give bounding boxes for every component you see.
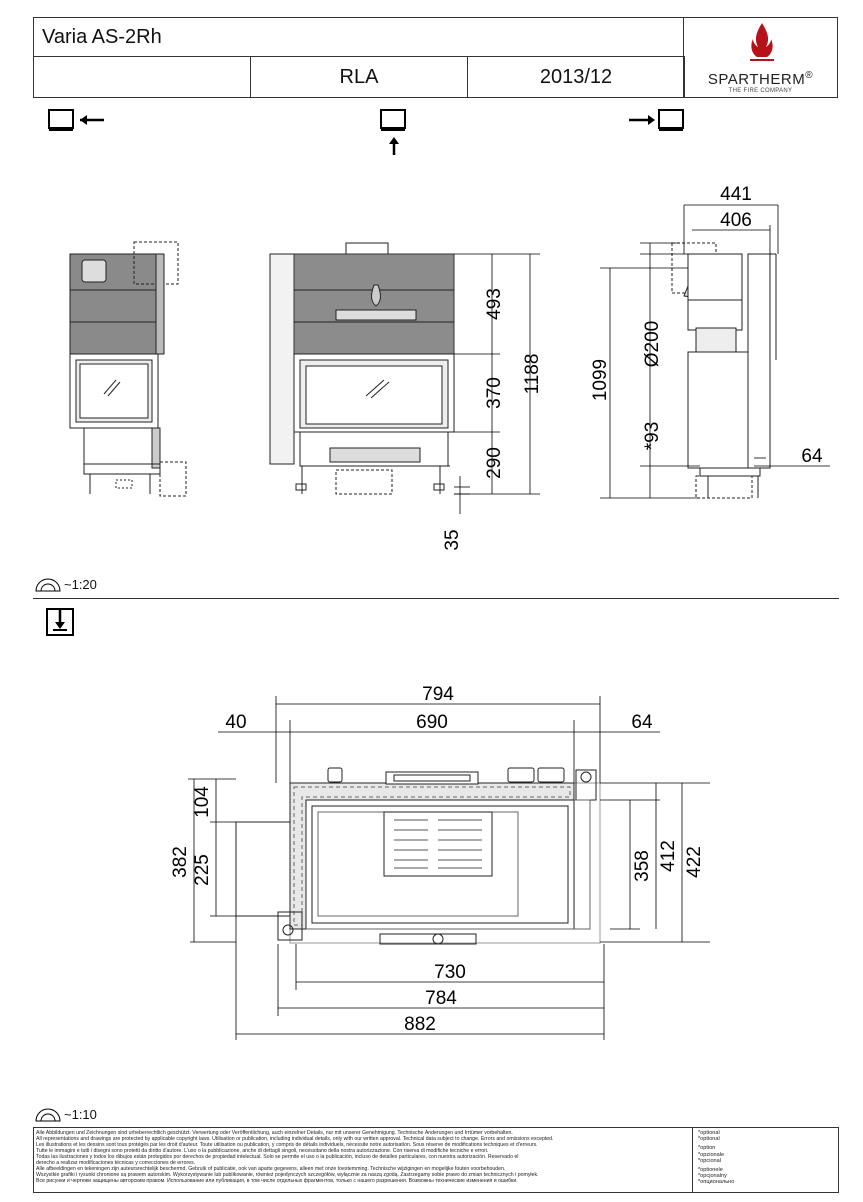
option-line: *opzionale xyxy=(698,1151,725,1158)
scale-indicator-bottom: ~1:10 xyxy=(34,1105,97,1123)
dim-422: 422 xyxy=(684,846,705,878)
option-line: *opcjonalny xyxy=(698,1173,727,1180)
scale-ruler-icon xyxy=(35,578,61,592)
dim-412: 412 xyxy=(658,840,679,872)
dim-35: 35 xyxy=(442,529,463,550)
section-divider xyxy=(33,598,839,599)
option-line: *optional xyxy=(698,1136,720,1143)
dim-784: 784 xyxy=(425,988,457,1009)
front-view xyxy=(269,242,455,495)
dim-406: 406 xyxy=(720,210,752,231)
dim-358: 358 xyxy=(632,850,653,882)
option-line: *опционально xyxy=(698,1179,735,1186)
dim-104: 104 xyxy=(192,786,213,818)
logo-cell: SPARTHERM® THE FIRE COMPANY xyxy=(683,17,838,98)
option-line: *optionele xyxy=(698,1167,723,1174)
dim-200-diameter: Ø200 xyxy=(642,321,663,367)
view-front-icon xyxy=(380,109,406,155)
scale-ruler-icon xyxy=(35,1108,61,1122)
disclaimer-line: Todas las ilustraciones y todos los dibu… xyxy=(36,1154,519,1160)
disclaimer-line: Alle Abbildungen und Zeichnungen sind ur… xyxy=(36,1130,513,1136)
disclaimer-line: Tutte le immagini e tutti i disegni sono… xyxy=(36,1148,489,1154)
dim-93-optional: *93 xyxy=(642,422,663,451)
option-line: *opcional xyxy=(698,1157,722,1164)
plan-view: 794 40 690 64 104 225 382 358 412 422 73… xyxy=(170,684,710,1040)
variant-label: RLA xyxy=(339,65,379,88)
dim-1099: 1099 xyxy=(590,359,611,401)
dim-730: 730 xyxy=(434,962,466,983)
view-left-icon xyxy=(48,109,104,131)
dim-690: 690 xyxy=(416,712,448,733)
disclaimer-line: All representations and drawings are pro… xyxy=(36,1136,554,1142)
option-line: *optional xyxy=(698,1130,720,1136)
scale-indicator-top: ~1:20 xyxy=(34,575,97,593)
disclaimer-line: Wszystkie grafiki i rysunki chronione są… xyxy=(36,1172,539,1178)
dim-64-side: 64 xyxy=(801,446,823,467)
scale-label-bottom: ~1:10 xyxy=(64,1106,97,1122)
view-right-icon xyxy=(629,109,684,131)
dim-64-plan: 64 xyxy=(631,712,653,733)
dim-882: 882 xyxy=(404,1014,436,1035)
disclaimer-line: Alle afbeeldingen en tekeningen zijn aut… xyxy=(36,1166,506,1172)
optional-legend: *optional *optional *option *opzionale *… xyxy=(698,1130,833,1186)
variant-cell: RLA xyxy=(250,56,468,98)
left-side-view xyxy=(69,241,187,497)
dim-441: 441 xyxy=(720,184,752,205)
footer-divider xyxy=(692,1128,693,1192)
disclaimer-line: Les illustrations et les dessins sont to… xyxy=(36,1142,538,1148)
footer-box: Alle Abbildungen und Zeichnungen sind ur… xyxy=(33,1127,839,1193)
dim-290: 290 xyxy=(484,447,505,479)
dim-493: 493 xyxy=(484,288,505,320)
model-title: Varia AS-2Rh xyxy=(42,25,162,48)
disclaimer-text: Alle Abbildungen und Zeichnungen sind ur… xyxy=(36,1130,686,1184)
dim-794: 794 xyxy=(422,684,454,705)
brand-registered: ® xyxy=(805,70,814,81)
dim-370: 370 xyxy=(484,377,505,409)
disclaimer-line: Все рисунки и чертежи защищены авторским… xyxy=(36,1178,518,1184)
view-top-icon xyxy=(46,608,74,636)
right-side-view xyxy=(671,242,777,499)
date-label: 2013/12 xyxy=(539,65,613,88)
model-title-cell: Varia AS-2Rh xyxy=(33,17,684,57)
scale-label-top: ~1:20 xyxy=(64,576,97,592)
flame-logo-icon xyxy=(750,23,774,61)
brand-tagline: THE FIRE COMPANY xyxy=(728,88,793,94)
blank-cell xyxy=(33,56,251,98)
dim-225: 225 xyxy=(192,854,213,886)
dim-382: 382 xyxy=(170,846,191,878)
option-line: *option xyxy=(698,1145,716,1152)
dim-40: 40 xyxy=(225,712,246,733)
elevation-drawings: 493 370 290 1188 35 1099 Ø200 *93 441 40… xyxy=(69,184,830,551)
date-cell: 2013/12 xyxy=(467,56,685,98)
dim-1188: 1188 xyxy=(522,354,543,395)
brand-name: SPARTHERM xyxy=(707,71,806,88)
disclaimer-line: derecho a realizar modificaciones técnic… xyxy=(36,1160,196,1166)
